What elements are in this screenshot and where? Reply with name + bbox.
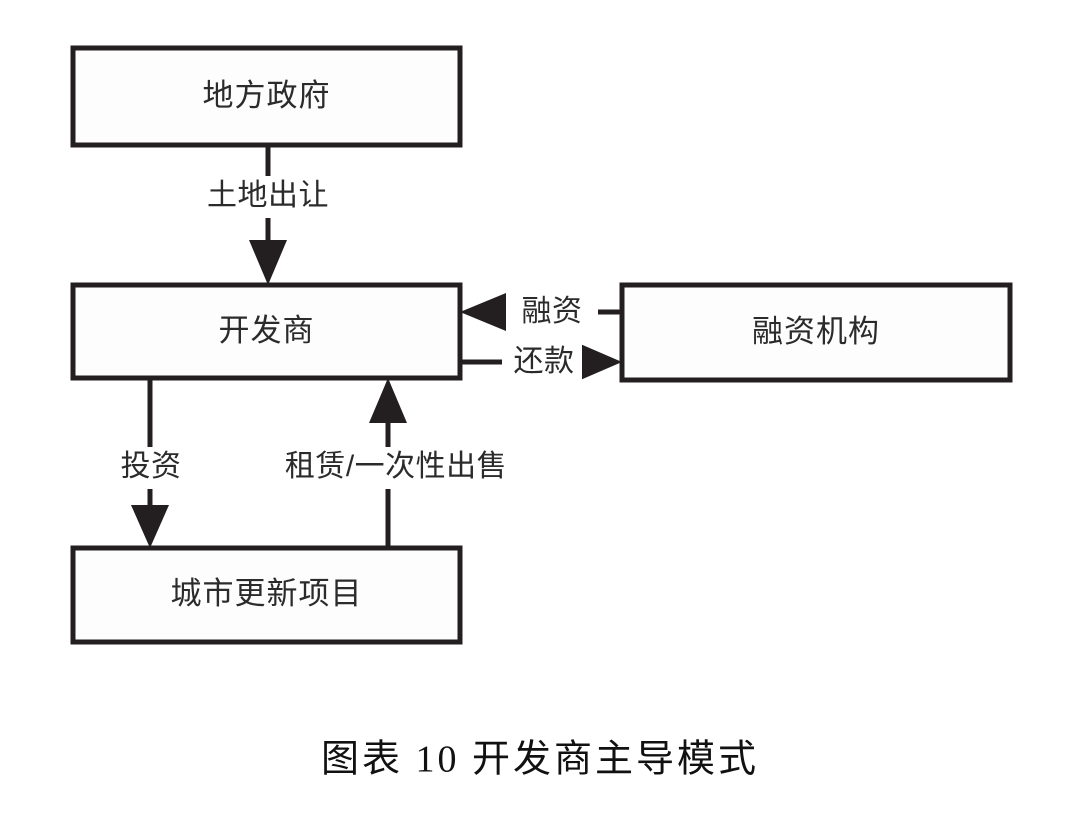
edge-lease-or-sale: 租赁/一次性出售 (258, 378, 536, 548)
edge-repayment-label-backing (502, 342, 582, 384)
edge-land-transfer-arrowhead-down-icon (249, 240, 287, 285)
edge-repayment: 还款 (460, 342, 622, 384)
edge-investment-label: 投资 (121, 450, 182, 483)
edge-financing: 融资 (460, 292, 622, 334)
edge-investment-arrowhead-down-icon (131, 505, 169, 548)
edge-lease-or-sale-label-backing (258, 447, 536, 489)
node-financing-institution-label: 融资机构 (752, 314, 880, 349)
edge-investment: 投资 (110, 378, 192, 548)
edge-lease-or-sale-label: 租赁/一次性出售 (285, 450, 507, 483)
edge-financing-label: 融资 (522, 295, 583, 328)
edge-land-transfer-label-backing (192, 176, 344, 218)
node-local-government-label: 地方政府 (203, 78, 331, 113)
edge-financing-arrowhead-left-icon (460, 293, 506, 331)
node-urban-renewal-project-label: 城市更新项目 (171, 576, 363, 611)
node-local-government-box (70, 45, 463, 148)
edge-lease-or-sale-arrowhead-up-icon (369, 378, 407, 423)
node-financing-institution[interactable]: 融资机构 (619, 282, 1013, 383)
node-urban-renewal-project[interactable]: 城市更新项目 (70, 545, 463, 645)
figure-caption: 图表 10 开发商主导模式 (321, 739, 759, 781)
edge-land-transfer-label: 土地出让 (207, 179, 329, 212)
edge-repayment-arrowhead-right-icon (578, 343, 622, 381)
edge-repayment-label: 还款 (514, 345, 575, 378)
node-developer-label: 开发商 (219, 313, 315, 348)
edge-financing-label-backing (506, 292, 598, 334)
node-local-government[interactable]: 地方政府 (70, 45, 463, 148)
edge-investment-label-backing (110, 447, 192, 489)
node-financing-institution-box (619, 282, 1013, 383)
node-urban-renewal-project-box (70, 545, 463, 645)
node-developer-box (70, 282, 463, 381)
node-developer[interactable]: 开发商 (70, 282, 463, 381)
edge-land-transfer: 土地出让 (192, 145, 344, 285)
